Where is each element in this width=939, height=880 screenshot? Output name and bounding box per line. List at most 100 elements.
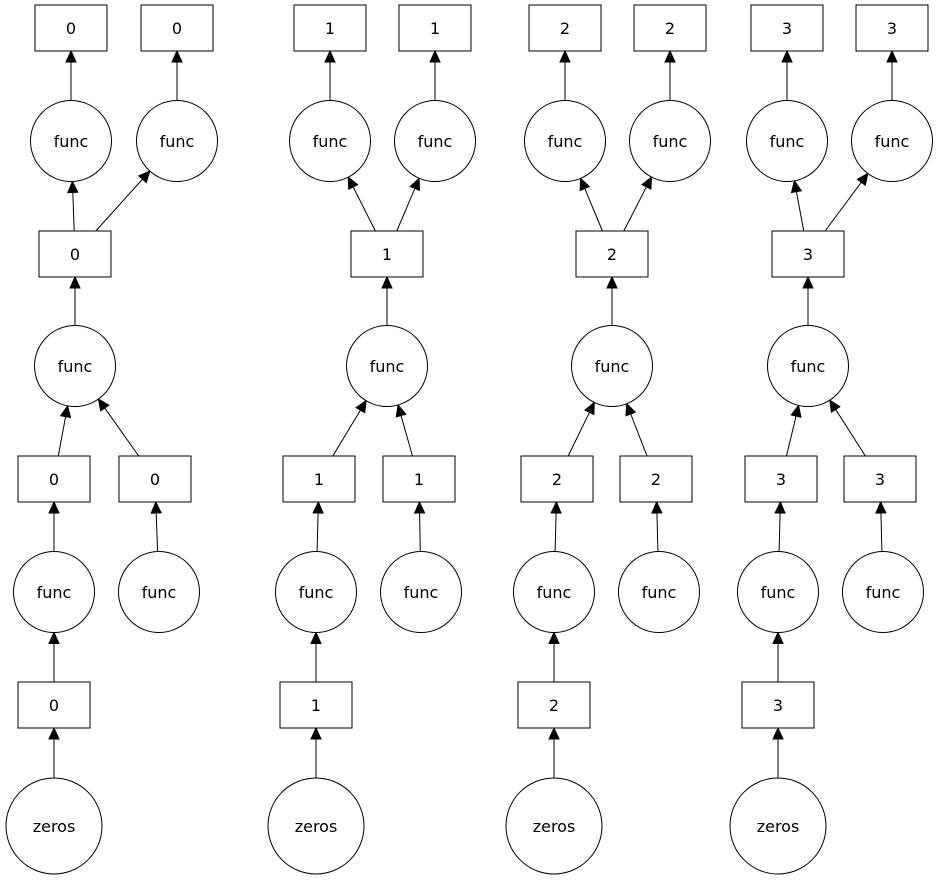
edge-zeros-to-chunk-0	[48, 726, 60, 778]
edge-func-to-right-chunk-2-line	[656, 512, 659, 552]
chunk-node-1-lower-left-label: 1	[314, 470, 324, 489]
chunk-node-2-lower-right: 2	[619, 455, 693, 503]
edge-chunk-to-left-top-func-3	[790, 179, 805, 232]
func-node-1-lower-right-label: func	[404, 583, 439, 602]
edge-func-to-left-chunk-3-line	[778, 512, 781, 552]
chunk-node-3-lower-left-shape	[744, 455, 818, 503]
edge-right-top-func-to-output-1-head	[429, 49, 441, 63]
edge-left-chunk-to-merge-func-0-head	[59, 404, 72, 419]
func-node-1-middle-shape	[346, 325, 428, 407]
edge-right-chunk-to-merge-func-0-line	[104, 407, 140, 457]
edge-right-top-func-to-output-3	[886, 49, 898, 101]
chunk-node-1-lower-left: 1	[282, 455, 356, 503]
chunk-node-0-top-right: 0	[140, 4, 214, 52]
edge-chunk-to-func-1-head	[310, 631, 322, 644]
chunk-node-2-lower-left-label: 2	[552, 470, 562, 489]
edge-func-to-left-chunk-1-head	[312, 500, 324, 514]
edge-chunk-to-func-1	[310, 631, 322, 682]
func-node-3-middle: func	[767, 325, 849, 407]
edge-func-to-left-chunk-3	[774, 500, 786, 552]
chunk-node-2-top-left-shape	[528, 4, 602, 52]
func-node-2-upper-left-label: func	[548, 132, 583, 151]
edge-right-top-func-to-output-0-head	[171, 49, 183, 63]
edge-chunk-to-left-top-func-0-line	[72, 192, 75, 232]
edge-left-chunk-to-merge-func-1	[332, 399, 367, 457]
chunk-node-3-top-left: 3	[750, 4, 824, 52]
edge-left-top-func-to-output-0-head	[65, 49, 77, 63]
edge-merge-func-to-chunk-3	[802, 275, 814, 326]
chunk-node-0-lower-right-shape	[118, 455, 192, 503]
func-node-0-middle-label: func	[58, 357, 93, 376]
chunk-node-2-bottom-shape	[517, 681, 591, 729]
edge-chunk-to-right-top-func-0-head	[137, 170, 151, 184]
chunk-node-0-middle-shape	[38, 230, 112, 278]
edge-left-chunk-to-merge-func-3-line	[786, 415, 797, 457]
edge-func-to-left-chunk-1-line	[316, 512, 319, 552]
func-node-1-lower-left-shape	[275, 551, 357, 633]
func-node-3-lower-right-shape	[842, 551, 924, 633]
chunk-node-3-bottom: 3	[741, 681, 815, 729]
func-node-1-upper-left: func	[289, 100, 371, 182]
chunk-node-0-top-right-shape	[140, 4, 214, 52]
edge-chunk-to-right-top-func-2-line	[623, 186, 647, 232]
chunk-node-2-middle: 2	[575, 230, 649, 278]
chunk-node-3-middle: 3	[771, 230, 845, 278]
chunk-node-2-top-right: 2	[633, 4, 707, 52]
func-node-1-lower-right-shape	[380, 551, 462, 633]
func-node-1-upper-left-shape	[289, 100, 371, 182]
chunk-node-0-lower-right-label: 0	[150, 470, 160, 489]
zeros-node-2-shape	[505, 777, 603, 875]
edge-chunk-to-right-top-func-1-line	[396, 188, 416, 232]
chunk-node-1-middle-label: 1	[382, 245, 392, 264]
zeros-node-2: zeros	[505, 777, 603, 875]
func-node-3-upper-left-label: func	[770, 132, 805, 151]
edge-chunk-to-right-top-func-2	[623, 175, 653, 232]
chunk-node-0-lower-left: 0	[17, 455, 91, 503]
func-node-0-lower-right-shape	[118, 551, 200, 633]
edge-merge-func-to-chunk-0-head	[69, 275, 81, 289]
chunk-node-2-bottom-label: 2	[549, 696, 559, 715]
chunk-node-2-top-left-label: 2	[560, 19, 570, 38]
chunk-node-3-middle-label: 3	[803, 245, 813, 264]
func-node-2-upper-right-label: func	[653, 132, 688, 151]
func-node-2-upper-right: func	[629, 100, 711, 182]
edge-merge-func-to-chunk-1-head	[381, 275, 393, 289]
chunk-node-3-top-left-shape	[750, 4, 824, 52]
func-node-2-lower-right-label: func	[642, 583, 677, 602]
chunk-node-1-top-left-shape	[293, 4, 367, 52]
func-node-3-upper-left-shape	[746, 100, 828, 182]
chunk-node-3-lower-left-label: 3	[776, 470, 786, 489]
chunk-node-3-lower-right-label: 3	[875, 470, 885, 489]
edge-right-chunk-to-merge-func-3-line	[835, 409, 866, 457]
chunk-node-2-lower-left-shape	[520, 455, 594, 503]
edge-left-chunk-to-merge-func-3-head	[790, 404, 802, 418]
edge-func-to-right-chunk-2	[651, 500, 663, 552]
edge-chunk-to-right-top-func-3	[824, 172, 869, 232]
chunk-node-1-lower-left-shape	[282, 455, 356, 503]
func-node-1-upper-right: func	[394, 100, 476, 182]
zeros-node-1: zeros	[267, 777, 365, 875]
edge-merge-func-to-chunk-2-head	[606, 275, 618, 289]
edge-right-chunk-to-merge-func-1-line	[400, 415, 413, 457]
edge-left-chunk-to-merge-func-1-head	[355, 399, 367, 414]
edge-right-chunk-to-merge-func-3-head	[829, 399, 841, 413]
edge-merge-func-to-chunk-2	[606, 275, 618, 326]
func-node-2-upper-left: func	[524, 100, 606, 182]
edge-chunk-to-right-top-func-0	[95, 170, 151, 232]
edge-zeros-to-chunk-1	[310, 726, 322, 778]
func-node-0-upper-left: func	[30, 100, 112, 182]
edge-left-top-func-to-output-2	[559, 49, 571, 101]
edge-right-chunk-to-merge-func-0-head	[97, 398, 110, 412]
zeros-node-1-shape	[267, 777, 365, 875]
chunk-node-3-bottom-shape	[741, 681, 815, 729]
edge-chunk-to-right-top-func-0-line	[95, 178, 143, 232]
func-node-0-upper-right-label: func	[160, 132, 195, 151]
edge-func-to-right-chunk-1-line	[419, 512, 421, 552]
edge-right-top-func-to-output-3-head	[886, 49, 898, 63]
func-node-0-lower-left: func	[13, 551, 95, 633]
chunk-node-1-middle-shape	[350, 230, 424, 278]
edge-func-to-right-chunk-2-head	[651, 500, 663, 514]
chunk-node-0-lower-left-label: 0	[49, 470, 59, 489]
